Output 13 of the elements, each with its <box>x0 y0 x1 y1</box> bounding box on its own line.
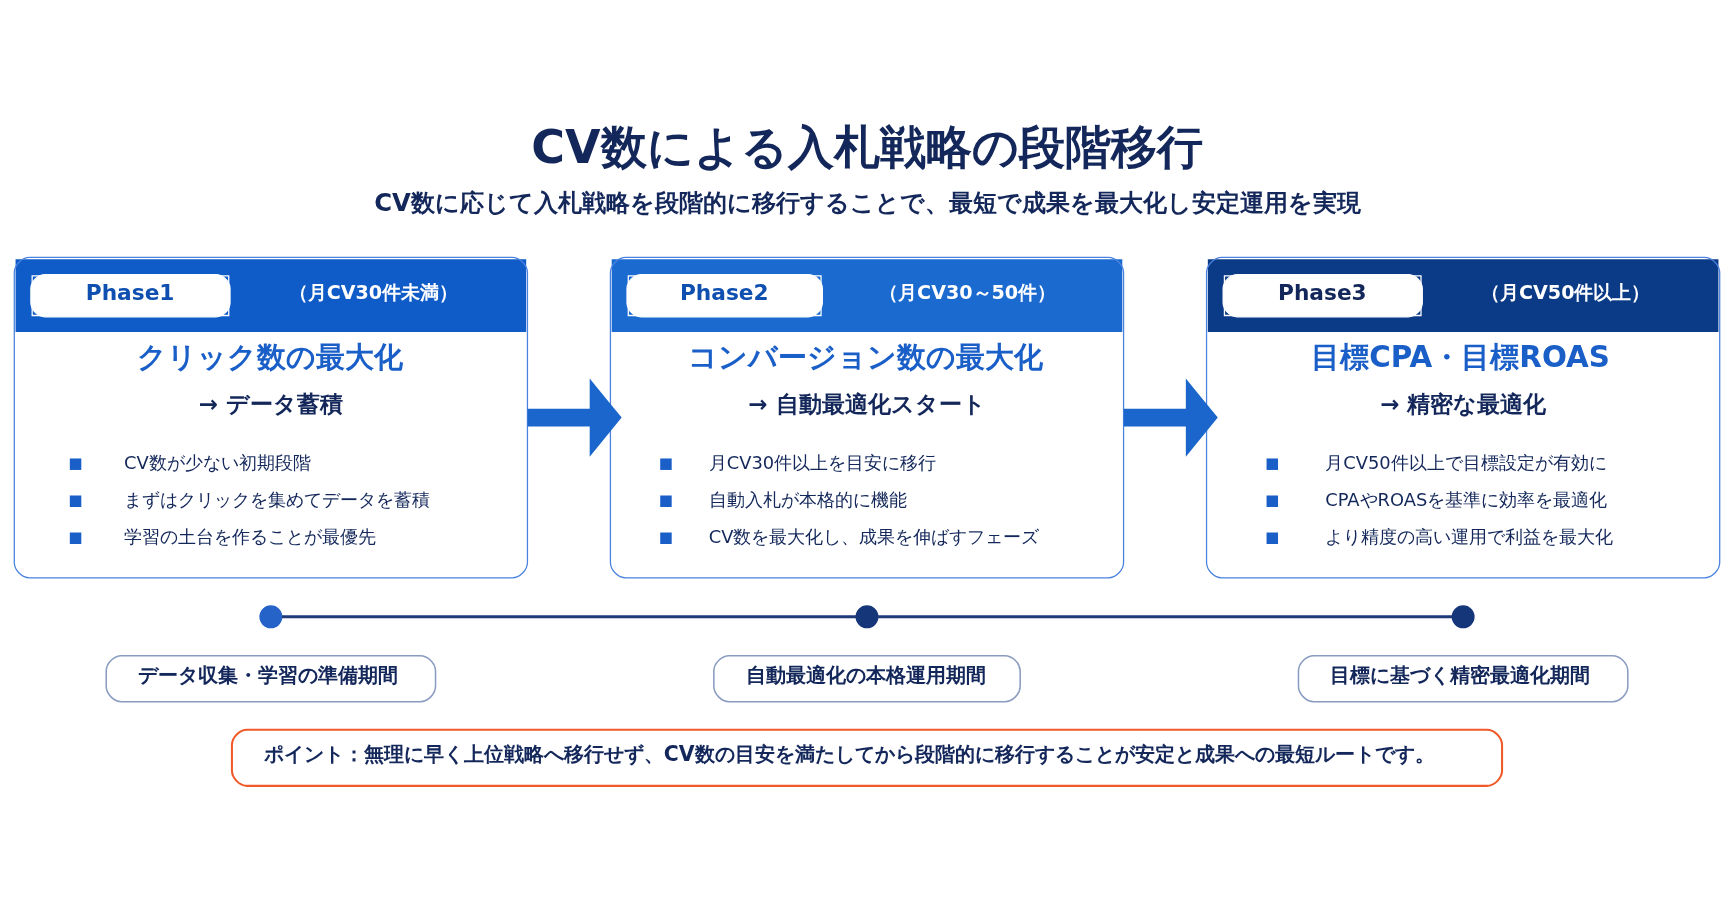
label: CV数に応じて入札戦略を段階的に移行することで、最短で成果を最大化し安定運用を実現 <box>374 187 1361 217</box>
arrow <box>527 377 622 457</box>
connector <box>878 614 1453 618</box>
diagram-title: CV数による入札戦略の段階移行 <box>531 119 1203 174</box>
arrow <box>1123 377 1218 457</box>
node-box: 目標に基づく精密最適化期間 <box>1297 654 1629 702</box>
connector <box>281 614 857 618</box>
node-circle <box>1451 604 1475 628</box>
node-circle <box>259 604 283 628</box>
node-circle <box>855 604 879 628</box>
node-box: 自動最適化の本格運用期間 <box>713 654 1021 702</box>
node-box: ポイント：無理に早く上位戦略へ移行せず、CV数の目安を満たしてから段階的に移行することが安定と成果への最短ルートです。 <box>230 728 1504 787</box>
node-box: データ収集・学習の準備期間 <box>105 654 437 702</box>
